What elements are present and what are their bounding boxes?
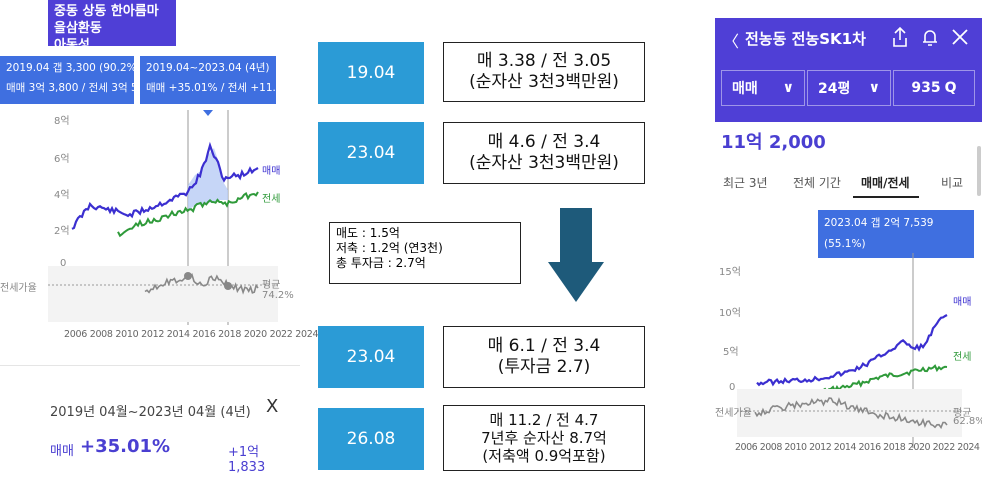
chevron-down-icon: ∨	[782, 80, 794, 96]
date-box: 26.08	[318, 408, 424, 470]
y-tick: 6억	[54, 154, 70, 165]
value-box: 매 6.1 / 전 3.4 (투자금 2.7)	[443, 326, 645, 388]
rate-value: +35.01%	[80, 436, 171, 457]
right-app-panel: 〈 전농동 전농SK1차 매매 ∨ 24평 ∨ 935 Q 11억 2,000 …	[715, 18, 982, 481]
units-button[interactable]: 935 Q	[893, 70, 975, 106]
ratio-area	[737, 389, 962, 437]
avg-value: 74.2%	[262, 290, 294, 301]
value-box: 매 4.6 / 전 3.4 (순자산 3천3백만원)	[443, 122, 645, 184]
jeonse-legend: 전세	[262, 194, 281, 205]
ratio-label: 전세가율	[715, 408, 752, 419]
y-tick: 2억	[54, 226, 70, 237]
gap-tooltip: 2023.04 갭 2억 7,539 (55.1%) 매매 6억 1,325 /…	[818, 210, 974, 292]
ratio-series-line	[144, 272, 259, 295]
scrollbar[interactable]	[977, 146, 981, 196]
tab-sale-jeonse[interactable]: 매매/전세	[861, 176, 910, 190]
avg-value: 62.8%	[953, 416, 982, 427]
search-icon: Q	[944, 80, 957, 96]
sale-legend: 매매	[262, 166, 281, 177]
rate-label: 매매	[50, 444, 74, 459]
bell-icon[interactable]	[921, 26, 939, 48]
sale-series-line	[71, 141, 259, 230]
tooltip-pointer	[203, 110, 213, 116]
y-tick: 0	[729, 382, 736, 393]
value-box: 매 3.38 / 전 3.05 (순자산 3천3백만원)	[443, 42, 645, 102]
down-arrow-icon	[548, 208, 604, 302]
tab-all-period[interactable]: 전체 기간	[793, 176, 841, 190]
close-icon[interactable]	[951, 28, 969, 46]
left-chart-panel: 중동 상동 한아름마을삼환동 아동성 2019.04 갭 3,300 (90.2…	[0, 0, 344, 481]
right-price-chart	[737, 253, 962, 448]
ratio-label: 전세가율	[0, 283, 37, 294]
current-price: 11억 2,000	[721, 132, 826, 153]
y-tick: 0	[60, 258, 67, 269]
page-title: 전농동 전농SK1차	[745, 30, 866, 48]
value-box: 매 11.2 / 전 4.7 7년후 순자산 8.7억 (저축액 0.9억포함)	[443, 405, 645, 471]
chevron-down-icon: ∨	[868, 80, 880, 96]
ratio-series-line	[754, 397, 948, 430]
y-tick: 15억	[719, 267, 741, 278]
tab-recent-3y[interactable]: 최근 3년	[723, 176, 768, 190]
date-box: 19.04	[318, 42, 424, 104]
share-icon[interactable]	[891, 26, 909, 48]
divider	[0, 365, 300, 366]
avg-label: 평균	[953, 408, 972, 419]
trade-type-select[interactable]: 매매 ∨	[721, 70, 805, 106]
y-tick: 4억	[54, 190, 70, 201]
app-header	[715, 18, 982, 122]
tab-compare[interactable]: 비교	[941, 176, 964, 190]
sale-series-line	[756, 314, 948, 387]
period-label: 2019년 04월~2023년 04월 (4년)	[50, 405, 251, 420]
ratio-area	[48, 266, 278, 322]
y-tick: 5억	[723, 347, 739, 358]
ratio-start-dot	[184, 272, 192, 280]
summary-box: 매도 : 1.5억 저축 : 1.2억 (연3천) 총 투자금 : 2.7억	[329, 222, 521, 284]
size-select[interactable]: 24평 ∨	[807, 70, 891, 106]
y-tick: 8억	[54, 116, 70, 127]
location-label: 중동 상동 한아름마을삼환동 아동성	[48, 0, 176, 53]
x-axis-labels: 2006 2008 2010 2012 2014 2016 2018 2020 …	[64, 329, 344, 340]
left-price-chart	[48, 110, 278, 325]
gap-tooltip: 2019.04 갭 3,300 (90.2%) 매매 3억 3,800 / 전세…	[0, 56, 151, 104]
jeonse-series-line	[117, 191, 259, 238]
avg-label: 평균	[262, 280, 281, 291]
active-tab-indicator	[853, 196, 919, 198]
close-icon[interactable]: X	[266, 396, 279, 417]
y-tick: 10억	[719, 308, 741, 319]
jeonse-legend: 전세	[953, 352, 972, 363]
date-box: 23.04	[318, 326, 424, 388]
ratio-end-dot	[224, 282, 232, 290]
date-box: 23.04	[318, 122, 424, 184]
period-tooltip: 2019.04~2023.04 (4년) 매매 +35.01% / 전세 +11…	[140, 56, 299, 104]
sale-legend: 매매	[953, 297, 972, 308]
rate-delta: +1억 1,833	[228, 445, 266, 475]
x-axis-labels: 2006 2008 2010 2012 2014 2016 2018 2020 …	[735, 442, 982, 453]
back-icon[interactable]: 〈	[723, 32, 740, 51]
